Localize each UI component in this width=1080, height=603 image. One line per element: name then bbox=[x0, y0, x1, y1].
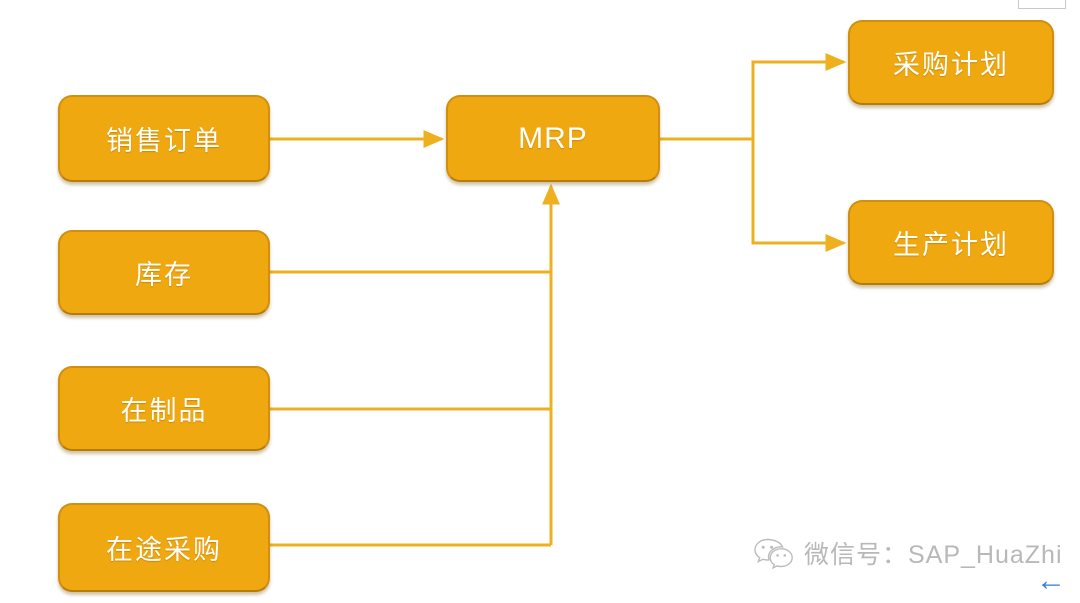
connector-mrp-to-purchase-plan bbox=[751, 53, 847, 139]
node-in-transit-purchase[interactable]: 在途采购 bbox=[58, 503, 270, 592]
node-label: MRP bbox=[518, 121, 588, 155]
watermark: 微信号：SAP_HuaZhi bbox=[752, 535, 1063, 571]
node-label: 在制品 bbox=[120, 396, 208, 426]
node-purchase-plan[interactable]: 采购计划 bbox=[848, 20, 1054, 105]
node-label: 销售订单 bbox=[106, 126, 222, 156]
node-label: 库存 bbox=[135, 260, 193, 290]
back-arrow-icon[interactable]: ← bbox=[1036, 564, 1066, 597]
node-label: 生产计划 bbox=[893, 230, 1009, 260]
node-sales-order[interactable]: 销售订单 bbox=[58, 95, 270, 182]
node-production-plan[interactable]: 生产计划 bbox=[848, 200, 1054, 285]
watermark-text: 微信号：SAP_HuaZhi bbox=[804, 541, 1063, 569]
node-inventory[interactable]: 库存 bbox=[58, 230, 270, 315]
node-label: 在途采购 bbox=[106, 535, 222, 565]
window-frame-fragment bbox=[1018, 0, 1066, 9]
connector-mrp-to-production-plan bbox=[751, 139, 847, 252]
wechat-icon bbox=[754, 538, 793, 570]
node-wip[interactable]: 在制品 bbox=[58, 366, 270, 451]
node-label: 采购计划 bbox=[893, 50, 1009, 80]
node-mrp[interactable]: MRP bbox=[446, 95, 660, 182]
